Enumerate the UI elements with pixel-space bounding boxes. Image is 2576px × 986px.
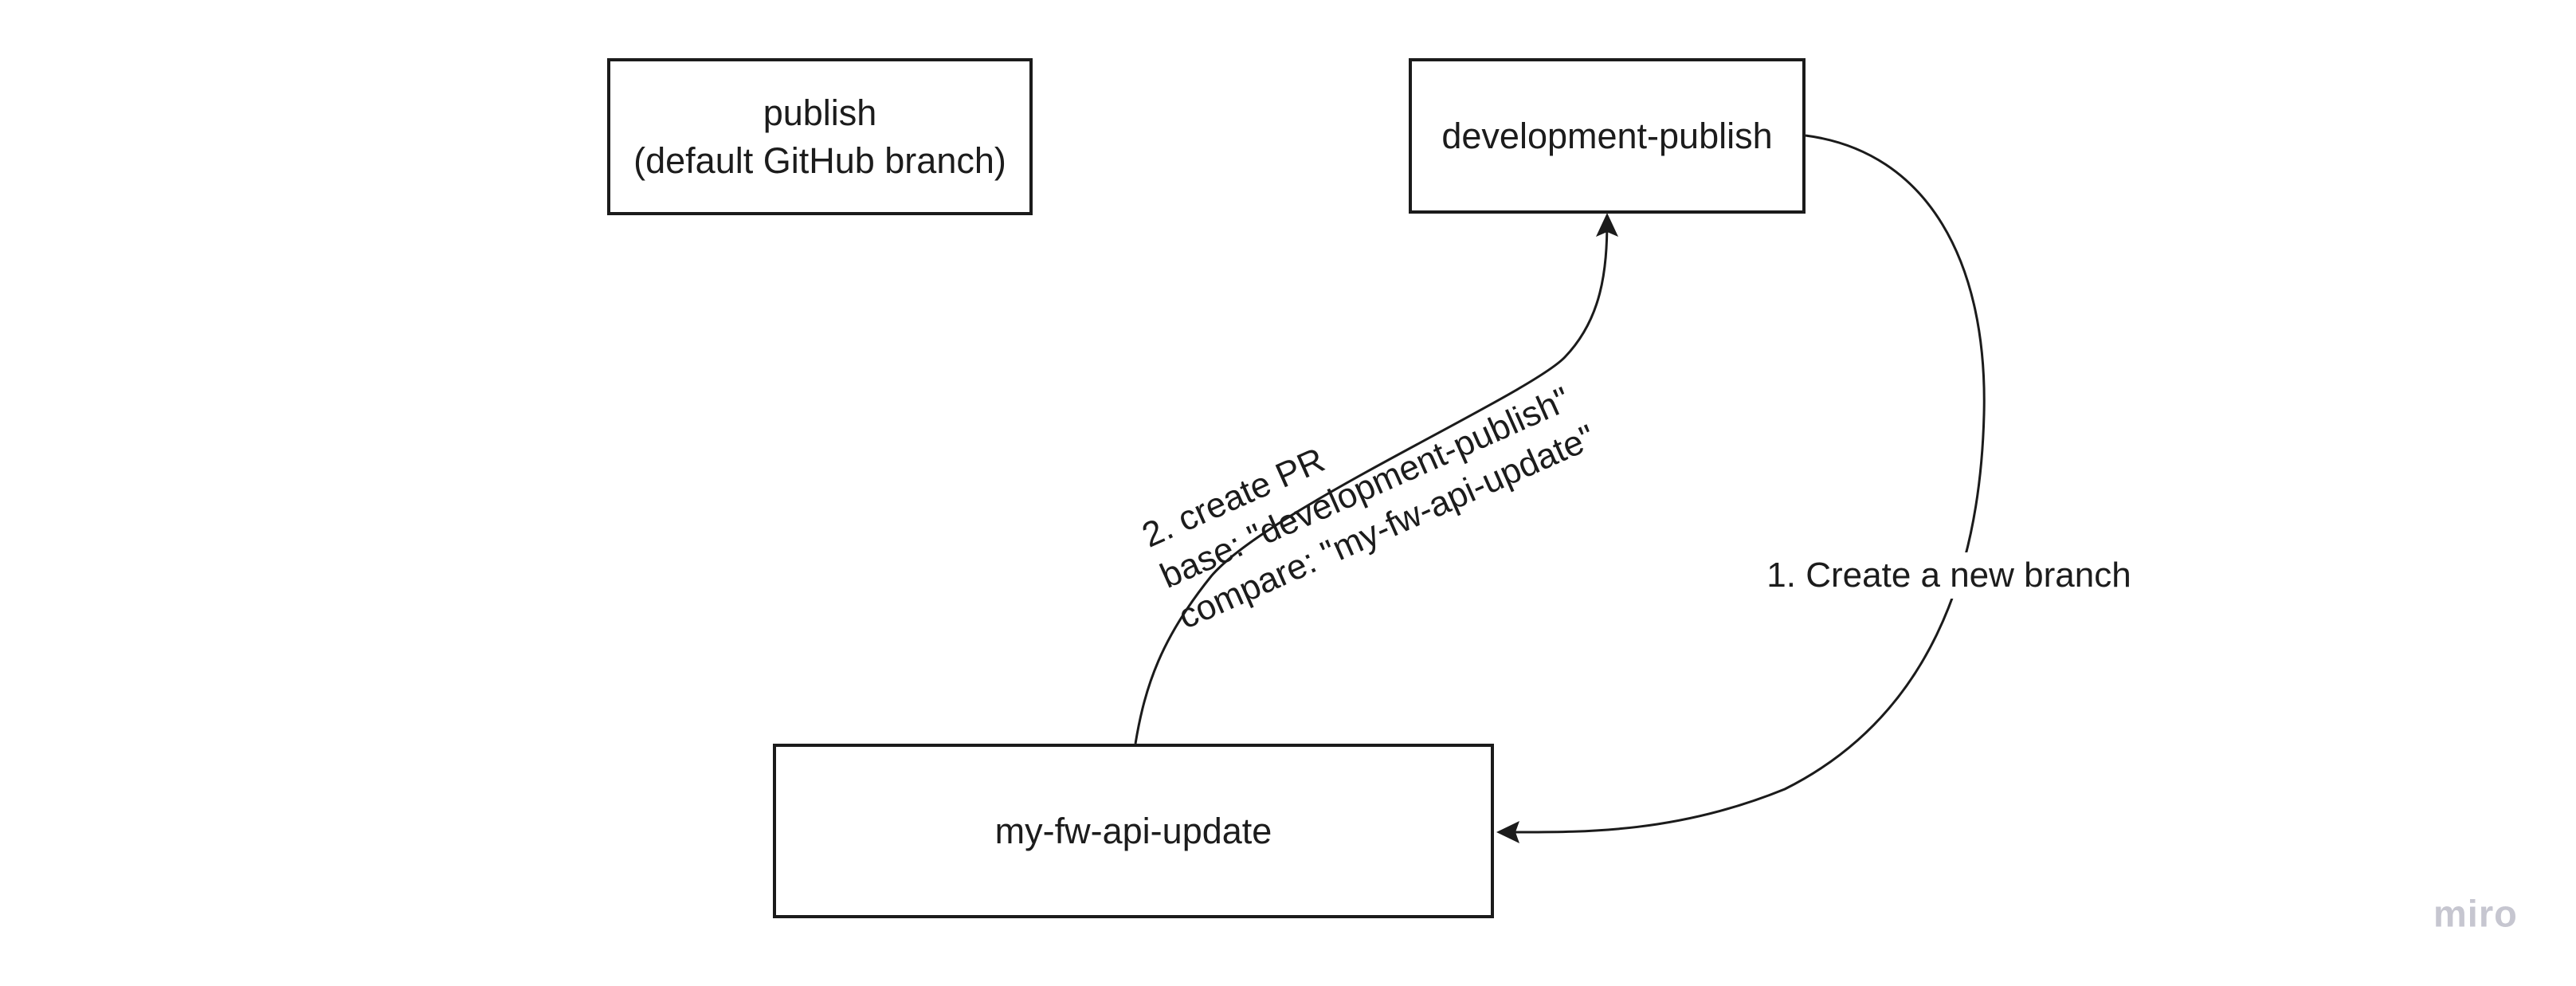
create-branch-connector[interactable] xyxy=(1506,134,1986,834)
miro-watermark: miro xyxy=(2433,892,2518,935)
create-pr-connector[interactable] xyxy=(1134,218,1609,744)
create-branch-edge-label[interactable]: 1. Create a new branch xyxy=(1757,552,2141,599)
node-publish-label: publish (default GitHub branch) xyxy=(633,89,1006,185)
node-my-fw-api-update-label: my-fw-api-update xyxy=(994,810,1272,851)
node-development-publish[interactable]: development-publish xyxy=(1409,58,1806,214)
create-pr-arrowhead-icon xyxy=(1596,213,1618,237)
create-branch-arrowhead-icon xyxy=(1496,821,1519,843)
node-publish-label-line2: (default GitHub branch) xyxy=(633,139,1006,181)
node-development-publish-label: development-publish xyxy=(1441,115,1773,156)
node-my-fw-api-update[interactable]: my-fw-api-update xyxy=(773,744,1494,918)
node-publish-label-line1: publish xyxy=(763,92,877,133)
node-publish[interactable]: publish (default GitHub branch) xyxy=(607,58,1033,215)
